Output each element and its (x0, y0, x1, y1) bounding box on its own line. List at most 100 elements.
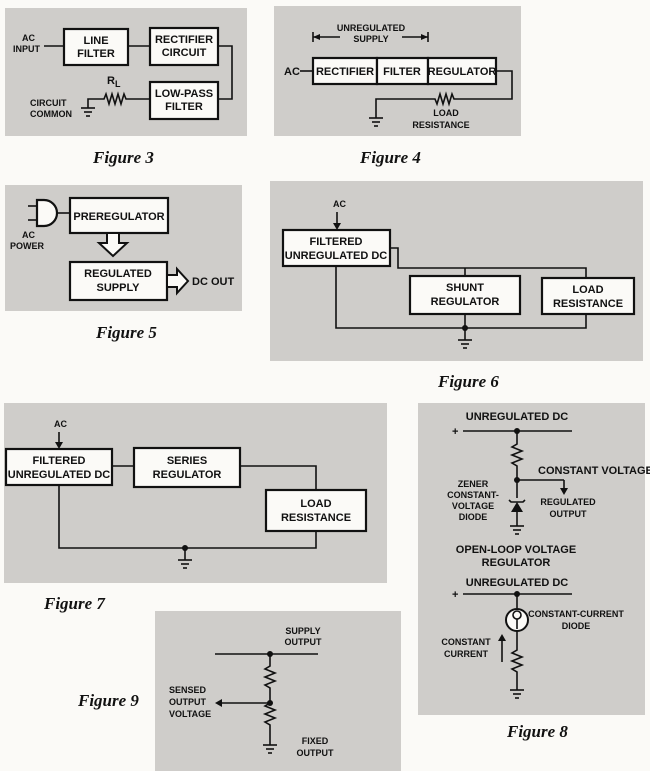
fig6-top-rail (390, 247, 587, 278)
fig3-line-filter-label-2: FILTER (77, 48, 115, 60)
junction-dot (182, 545, 188, 551)
zener-diode-icon (511, 502, 523, 512)
fig9-fixed-output-label: OUTPUT (297, 748, 335, 758)
fig7-wire (240, 465, 317, 490)
junction-dot (462, 325, 468, 331)
zener-diode-bar (508, 499, 526, 503)
fig8-ccd-label: CONSTANT-CURRENT (528, 609, 624, 619)
figure-5: AC POWER PREREGULATOR REGULATED SUPPLY D… (10, 196, 234, 342)
fig7-filtered-dc-box (4, 447, 114, 487)
fig3-wire (218, 45, 233, 100)
fig4-filter-label: FILTER (383, 66, 421, 78)
fig8-constant-current-label: CONSTANT (441, 637, 491, 647)
fig9-voltage-divider (262, 654, 278, 745)
fig3-line-filter-box (62, 27, 130, 67)
figure-9-caption: Figure 9 (77, 691, 139, 710)
fig7-series-regulator-box (132, 446, 242, 489)
fig8-plus-sign-2: + (452, 589, 458, 601)
figure-6-panel (270, 181, 643, 361)
fig5-power-label: POWER (10, 241, 45, 251)
fig7-series-label: SERIES (167, 455, 207, 467)
arrow-down-icon (96, 232, 130, 258)
figure-5-caption: Figure 5 (95, 323, 157, 342)
figure-9-panel (155, 611, 401, 771)
figure-4: UNREGULATED SUPPLY AC RECTIFIER FILTER R… (284, 23, 513, 167)
figure-7: AC FILTERED UNREGULATED DC SERIES REGULA… (4, 419, 368, 613)
figure-8-caption: Figure 8 (506, 722, 568, 741)
fig5-regulated-label: REGULATED (84, 268, 152, 280)
fig6-resistance-label: RESISTANCE (553, 298, 623, 310)
fig8-voltage-label: VOLTAGE (452, 501, 494, 511)
fig3-line-filter-label: LINE (83, 35, 108, 47)
fig3-rectifier-label: RECTIFIER (155, 34, 213, 46)
fig8-resistor-2 (509, 631, 525, 690)
figure-4-caption: Figure 4 (359, 148, 421, 167)
fig3-ac-label: AC (22, 33, 35, 43)
fig4-ac-label: AC (284, 66, 300, 78)
fig5-ac-label: AC (22, 230, 35, 240)
fig3-lowpass-box (148, 80, 220, 121)
fig8-zener-label: ZENER (458, 479, 489, 489)
fig9-sensed-label: SENSED (169, 685, 207, 695)
fig4-rectifier-label: RECTIFIER (316, 66, 374, 78)
fig3-l-subscript: L (115, 79, 121, 89)
fig3-common-label: COMMON (30, 109, 72, 119)
fig7-ac-label: AC (54, 419, 67, 429)
fig3-input-label: INPUT (13, 44, 41, 54)
fig6-shunt-label: SHUNT (446, 282, 484, 294)
fig6-filtered-label: FILTERED (310, 236, 363, 248)
figure-8: UNREGULATED DC + CONSTANT VOLTAGE REGULA… (441, 411, 650, 741)
fig3-rectifier-box (148, 26, 220, 67)
fig8-unregulated-dc-label-2: UNREGULATED DC (466, 577, 569, 589)
fig5-regulated-supply-box (68, 260, 169, 302)
arrow-down-icon (55, 442, 63, 449)
fig7-resistance-label: RESISTANCE (281, 512, 351, 524)
fig6-regulator-label: REGULATOR (431, 296, 500, 308)
fig3-r-text: R (107, 75, 115, 87)
fig8-constant-voltage-label: CONSTANT VOLTAGE (538, 465, 650, 477)
figure-7-caption: Figure 7 (43, 594, 106, 613)
fig4-supply-label: SUPPLY (353, 34, 388, 44)
arrow-right-icon (166, 266, 190, 296)
fig7-regulator-label: REGULATOR (153, 469, 222, 481)
fig8-output-label: OUTPUT (550, 509, 588, 519)
fig3-lowpass-label-2: FILTER (165, 101, 203, 113)
fig7-unregulated-dc-label: UNREGULATED DC (8, 469, 111, 481)
fig8-ccd-diode-label: DIODE (562, 621, 591, 631)
figure-8-panel (418, 403, 645, 715)
fig3-resistor-rl (87, 91, 150, 108)
figure-9: SUPPLY OUTPUT SENSED OUTPUT VOLTAGE FIXE… (77, 626, 334, 758)
fig6-load-label: LOAD (572, 284, 603, 296)
fig8-regulated-label: REGULATED (540, 497, 596, 507)
ac-plug-icon (35, 198, 59, 228)
fig6-bottom-rail (335, 266, 587, 329)
arrow-left-icon (215, 699, 222, 707)
fig4-load-resistor (375, 70, 513, 118)
fig5-supply-label: SUPPLY (96, 282, 140, 294)
fig7-load-resistance-box (264, 488, 368, 533)
figure-3: AC INPUT LINE FILTER RECTIFIER CIRCUIT L… (13, 26, 233, 167)
fig3-rl-label: RL (107, 75, 121, 89)
fig6-ac-label: AC (333, 199, 346, 209)
fig3-circuit-label: CIRCUIT (30, 98, 67, 108)
arrow-up-icon (498, 634, 506, 641)
fig4-resistance-label: RESISTANCE (412, 120, 469, 130)
fig8-plus-sign: + (452, 426, 458, 438)
fig3-lowpass-label: LOW-PASS (155, 88, 213, 100)
fig8-regulator-label: REGULATOR (482, 557, 551, 569)
fig9-sensed-voltage-label: VOLTAGE (169, 709, 211, 719)
figure-6: AC FILTERED UNREGULATED DC SHUNT REGULAT… (281, 199, 636, 391)
fig3-rectifier-label-2: CIRCUIT (162, 47, 207, 59)
junction-dot (514, 477, 520, 483)
fig6-load-resistance-box (540, 276, 636, 316)
fig9-sensed-output-label: OUTPUT (169, 697, 207, 707)
fig6-filtered-dc-box (281, 228, 392, 268)
fig7-load-label: LOAD (300, 498, 331, 510)
arrow-left-icon (313, 34, 320, 40)
fig5-preregulator-label: PREREGULATOR (73, 211, 164, 223)
arrow-right-icon (421, 34, 428, 40)
fig4-regulator-label: REGULATOR (428, 66, 497, 78)
fig9-output-label: OUTPUT (285, 637, 323, 647)
fig4-unregulated-label: UNREGULATED (337, 23, 406, 33)
fig9-supply-label: SUPPLY (285, 626, 320, 636)
